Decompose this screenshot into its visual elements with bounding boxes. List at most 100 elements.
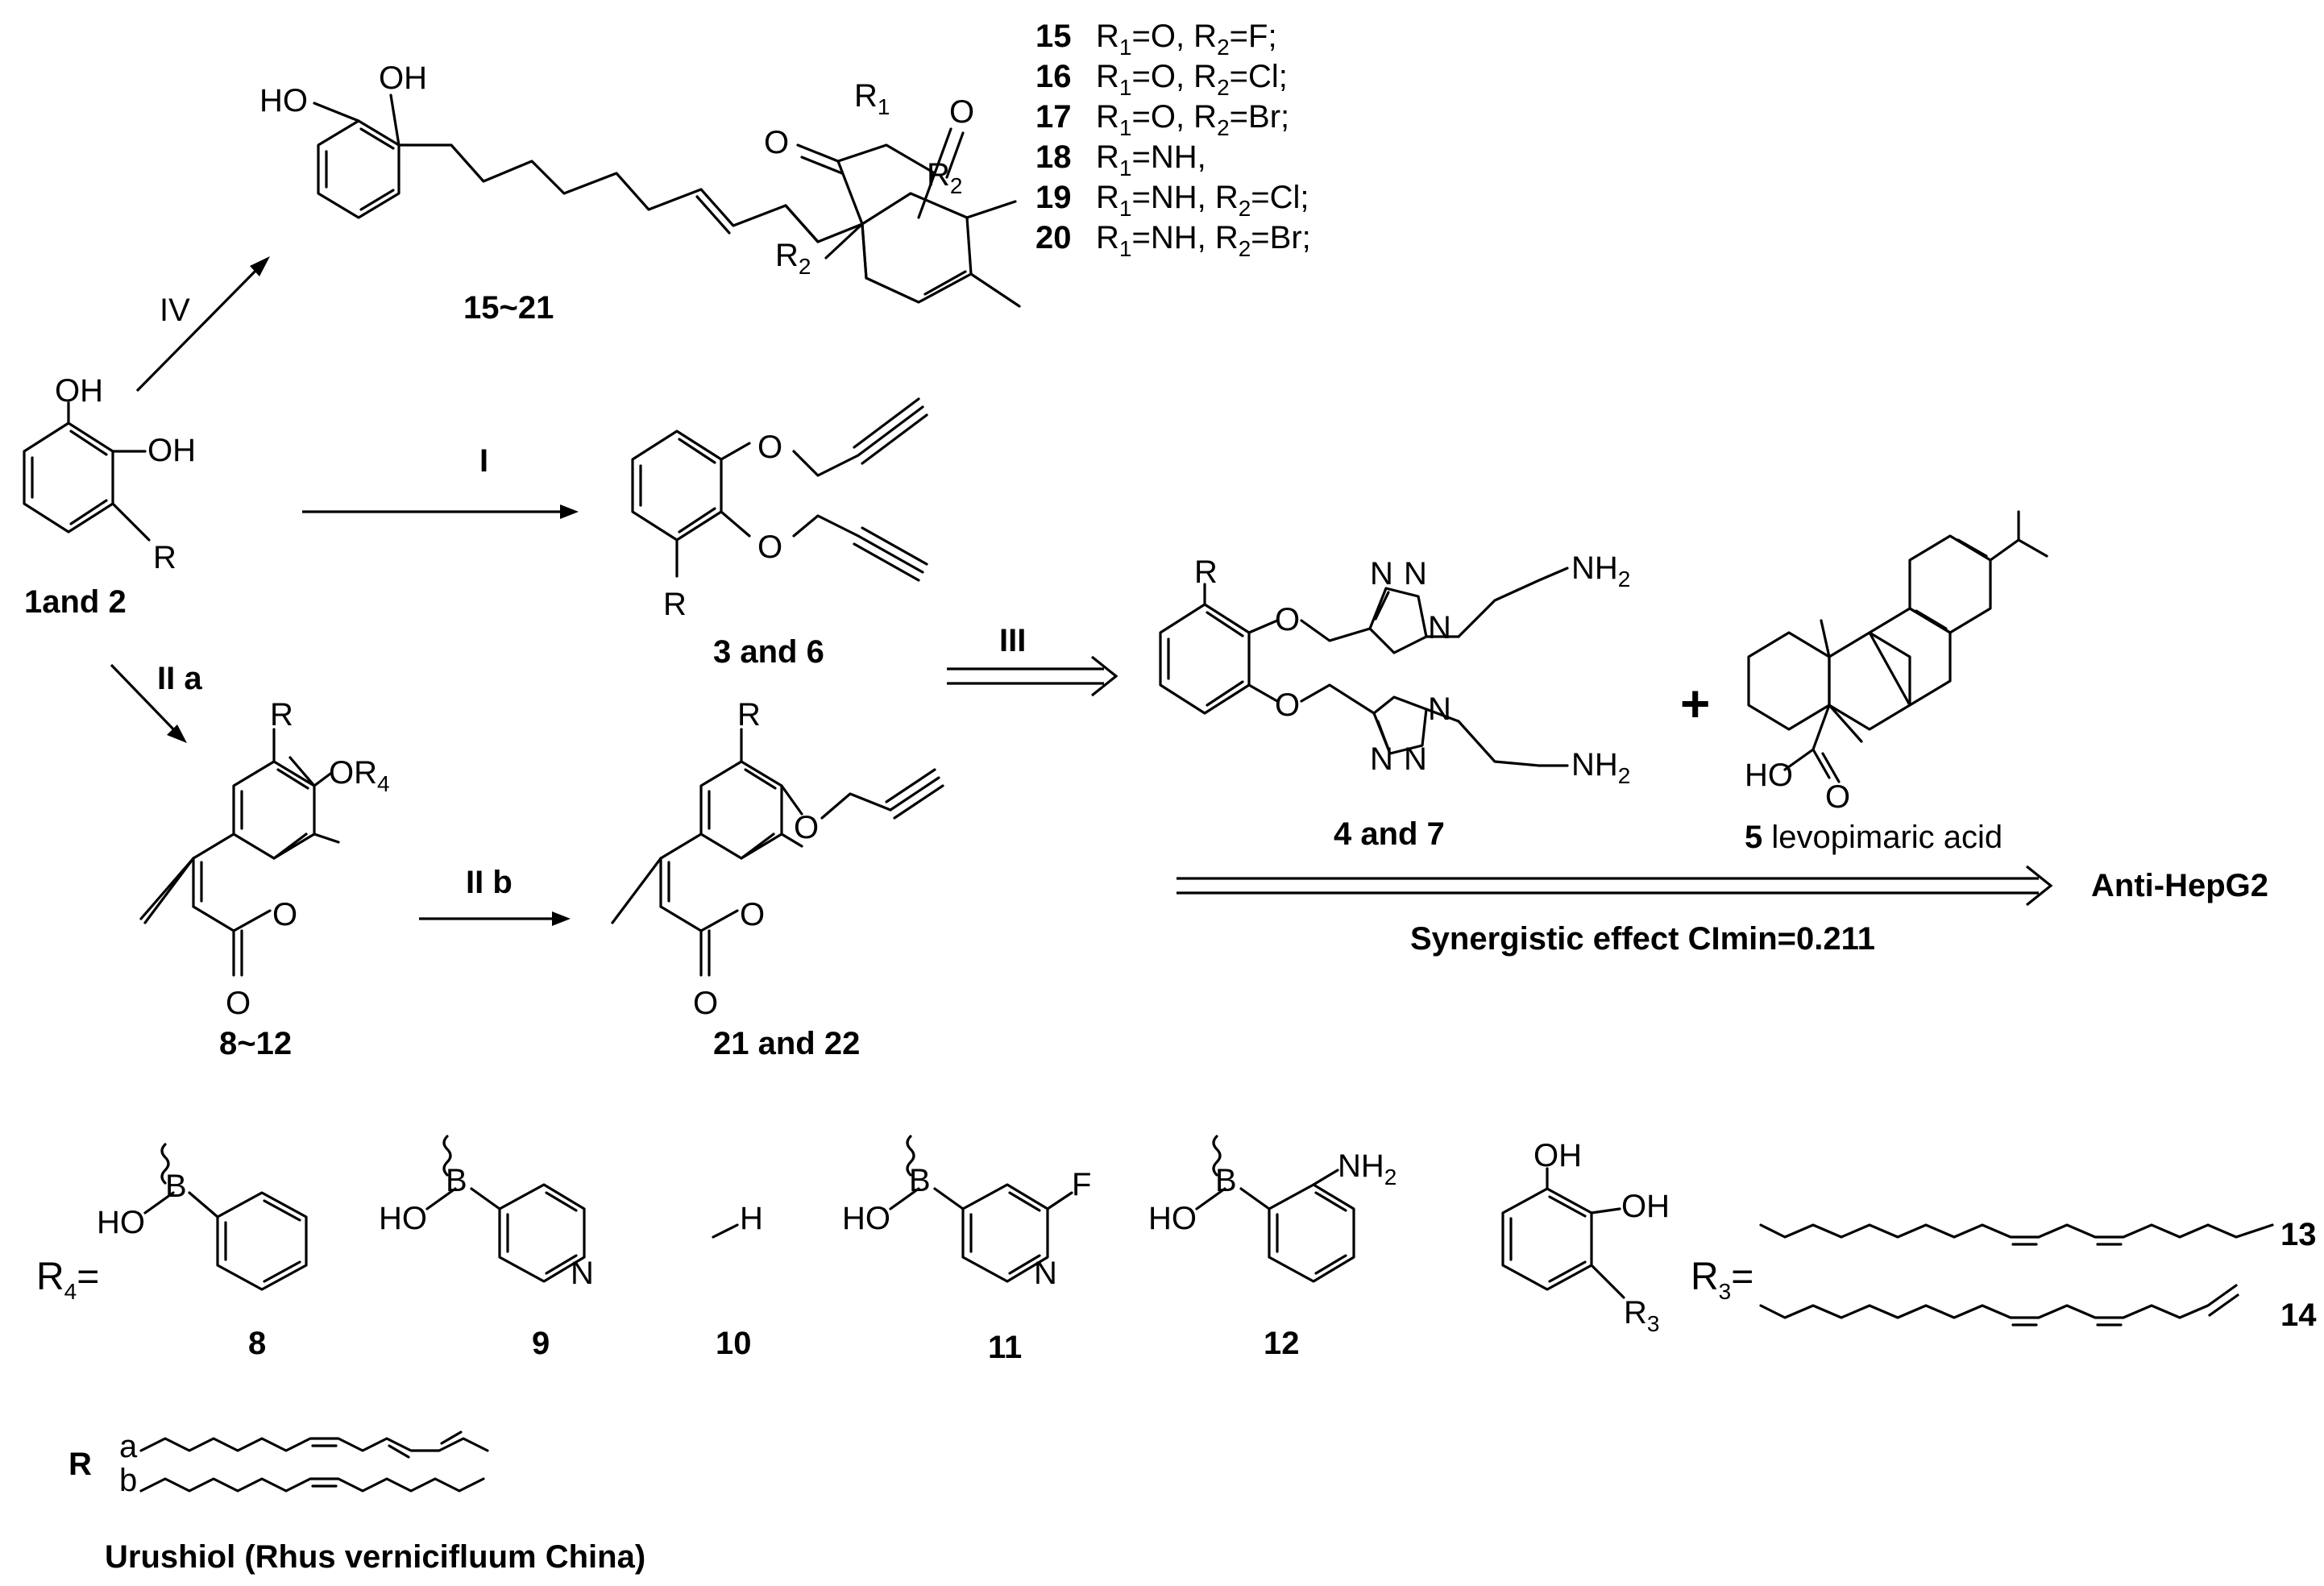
atom-o: O [1825,779,1850,815]
compound-label-5: 5 levopimaric acid [1745,820,2002,855]
atom-o: O [1275,687,1300,723]
r3-chain-13 [1759,1223,2274,1246]
atom-b: B [446,1163,467,1198]
reagent-i: I [479,443,488,479]
compound-15-21-structure [313,93,1021,308]
derivative-number: 18 [1035,139,1072,175]
atom-n: N [1428,691,1451,727]
synergy-label: Synergistic effect CImin=0.211 [1410,921,1875,957]
derivative-substituents: R1=NH, [1096,139,1206,181]
atom-b: B [1215,1163,1237,1198]
r3-chain-14 [1759,1284,2239,1327]
arrow-head [2026,865,2053,907]
r4-structure-11 [889,1135,1073,1283]
atom-o: O [693,986,718,1021]
reagent-iv: IV [160,293,190,328]
r4-structure-9 [425,1135,586,1283]
atom-o: O [226,986,251,1021]
r4-number: 9 [532,1326,550,1361]
reagent-iii: III [999,623,1026,658]
atom-n: N [1034,1256,1057,1291]
atom-ho: HO [97,1205,145,1240]
atom-o: O [794,810,819,845]
arrow-iia [110,663,181,737]
atom-n: N [1428,610,1451,646]
arrow-head [552,911,571,926]
atom-ho: HO [842,1201,890,1236]
derivative-substituents: R1=O, R2=F; [1096,19,1277,60]
compound-label-3-6: 3 and 6 [713,634,824,670]
levopimaric-acid-structure [1747,510,2048,783]
arrow-head [167,724,187,743]
atom-h: H [740,1201,763,1236]
r4-number: 10 [716,1326,752,1361]
r-b-label: b [119,1463,137,1498]
reagent-iib: II b [466,865,513,900]
r-chain-a [139,1430,489,1459]
derivative-substituents: R1=NH, R2=Cl; [1096,180,1309,221]
atom-nh2: NH2 [1571,747,1630,788]
compound-label-4-7: 4 and 7 [1334,816,1445,852]
atom-oh: OH [1621,1189,1670,1224]
urushiol-caption: Urushiol (Rhus vernicifluum China) [105,1539,645,1575]
r3-label: R3= [1691,1256,1753,1304]
arrow-head [560,504,579,519]
compound-label-15-21: 15~21 [463,290,554,326]
derivative-substituents: R1=O, R2=Br; [1096,99,1289,140]
derivative-substituents: R1=NH, R2=Br; [1096,220,1311,261]
derivative-substituents: R1=O, R2=Cl; [1096,59,1288,100]
r-label: R [68,1447,92,1482]
compound-label-1-2: 1and 2 [24,584,127,620]
compound-1-2-structure [23,401,151,542]
atom-r2: R2 [927,157,962,198]
atom-nh2: NH2 [1571,550,1630,592]
compound-21-22-structure [611,728,944,977]
compound-4-7-structure [1159,567,1569,767]
atom-r: R [663,587,687,622]
compound-label-8-12: 8~12 [219,1026,292,1061]
atom-o: O [1275,602,1300,637]
plus-sign: + [1680,675,1710,733]
catechol-r3-structure [1501,1167,1625,1299]
atom-n: N [1404,556,1427,592]
atom-r: R [153,540,176,575]
atom-or4: OR4 [329,755,390,796]
r4-number: 8 [248,1326,266,1361]
atom-oh: OH [147,433,196,468]
atom-n: N [571,1256,594,1291]
r4-number: 11 [988,1330,1022,1365]
compound-3-6-structure [631,397,928,582]
atom-r3: R3 [1624,1295,1659,1336]
atom-r1: R1 [854,78,890,119]
atom-o: O [949,94,974,130]
atom-ho: HO [259,83,308,118]
derivative-number: 16 [1035,59,1072,94]
arrow-head [250,256,270,276]
atom-n: N [1404,741,1427,777]
r4-structure-12 [1195,1135,1355,1283]
compound-8-12-structure [139,728,340,977]
r4-number: 12 [1264,1326,1300,1361]
atom-o: O [757,430,782,465]
derivative-number: 17 [1035,99,1072,135]
atom-o: O [764,125,789,160]
r-a-label: a [119,1429,138,1464]
atom-o: O [272,897,297,932]
atom-oh: OH [1533,1138,1582,1173]
atom-oh: OH [55,373,103,409]
derivative-list: 15 R1=O, R2=F; 16 R1=O, R2=Cl; 17 R1=O, … [1035,19,1311,261]
r4-label: R4= [36,1256,99,1304]
atom-o: O [757,529,782,565]
atom-r: R [1194,554,1218,590]
arrow-head [1091,655,1118,697]
derivative-number: 15 [1035,19,1072,54]
atom-o: O [740,897,765,932]
r4-structure-8 [143,1143,308,1291]
target-label: Anti-HepG2 [2091,868,2268,903]
derivative-number: 20 [1035,220,1072,255]
atom-f: F [1072,1167,1091,1202]
atom-b: B [909,1163,931,1198]
compound-label-21-22: 21 and 22 [713,1026,860,1061]
reagent-iia: II a [157,661,202,696]
